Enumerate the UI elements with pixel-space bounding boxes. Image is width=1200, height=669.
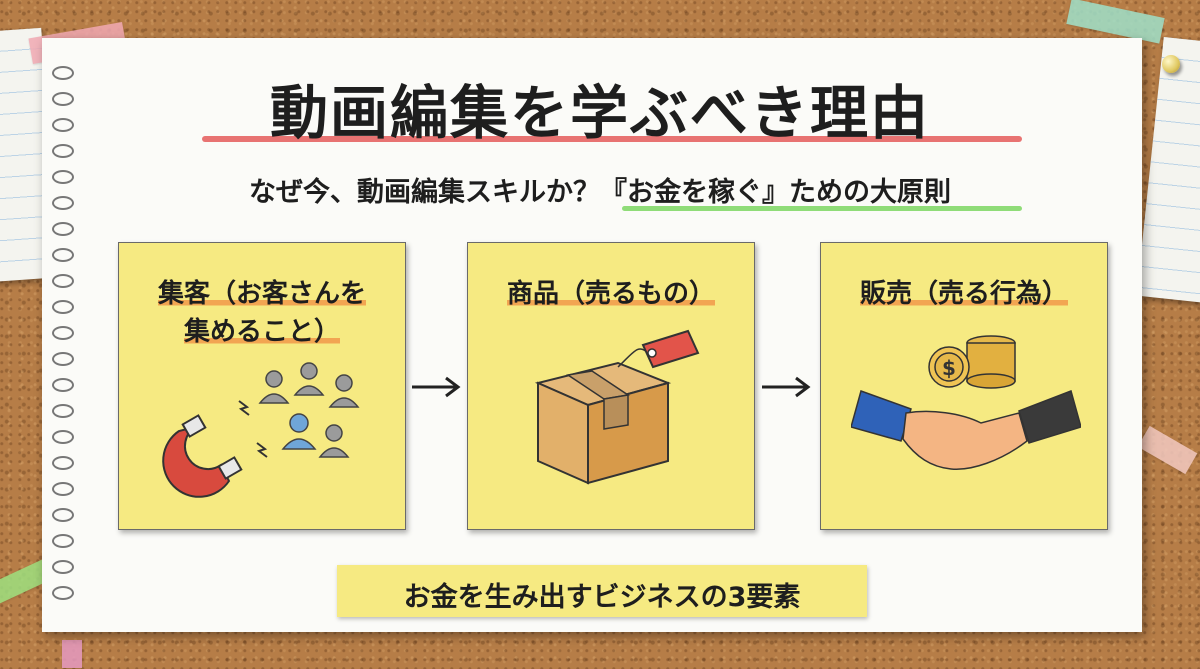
- card-label: 販売（売る行為）: [859, 279, 1068, 309]
- push-pin-icon: [1162, 55, 1180, 73]
- arrow-right-icon: [412, 376, 461, 398]
- card-sales: 販売（売る行為） $: [820, 242, 1108, 530]
- page-subtitle: なぜ今、動画編集スキルか？『お金を稼ぐ』ための大原則: [249, 177, 951, 208]
- svg-text:$: $: [942, 356, 956, 380]
- card-product: 商品（売るもの）: [467, 242, 755, 530]
- box-price-tag-icon: [534, 329, 700, 485]
- spiral-binding: [52, 66, 82, 626]
- footer-text: お金を生み出すビジネスの3要素: [403, 582, 801, 613]
- magnet-people-icon: [162, 362, 360, 498]
- handshake-coins-icon: $: [851, 335, 1081, 470]
- pink-tape-bottom-left: [62, 640, 82, 668]
- card-customer-acquisition: 集客（お客さんを 集めること）: [118, 242, 406, 530]
- footer-callout: お金を生み出すビジネスの3要素: [337, 565, 867, 617]
- title-underline: [202, 136, 1022, 142]
- card-label: 集客（お客さんを 集めること）: [157, 279, 366, 347]
- arrow-right-icon: [762, 376, 811, 398]
- subtitle-underline: [622, 206, 1022, 211]
- card-label: 商品（売るもの）: [506, 279, 715, 309]
- page-title: 動画編集を学ぶべき理由: [269, 79, 930, 147]
